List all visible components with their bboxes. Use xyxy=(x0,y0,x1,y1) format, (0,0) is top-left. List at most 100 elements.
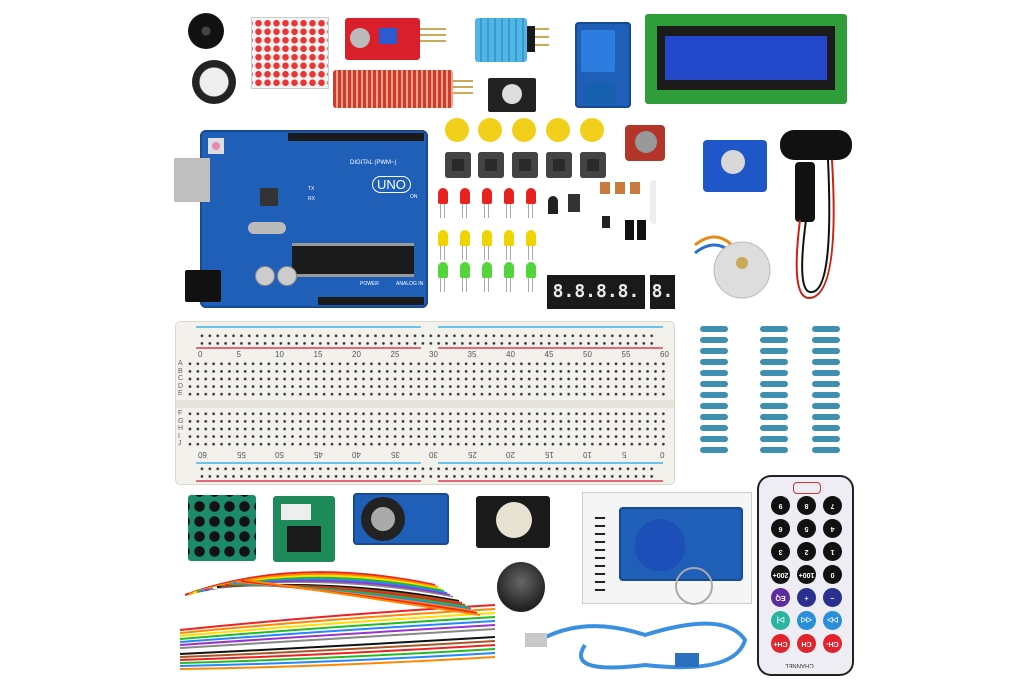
power-rail-holes[interactable] xyxy=(198,465,658,479)
remote-button[interactable]: 7 xyxy=(823,496,842,515)
usb-a-plug xyxy=(525,633,547,647)
ribbon-wire xyxy=(179,616,496,640)
ribbon-wire xyxy=(179,632,496,652)
remote-button[interactable]: + xyxy=(797,588,816,607)
column-number: 60 xyxy=(660,350,669,359)
yellow-led xyxy=(526,230,536,260)
rail-red xyxy=(196,347,421,349)
electrolytic-capacitor xyxy=(637,220,646,240)
microphone xyxy=(350,28,370,48)
green-led xyxy=(438,262,448,292)
screw-terminal xyxy=(585,82,615,104)
resistor xyxy=(752,447,796,453)
water-level-sensor xyxy=(333,70,453,108)
joystick-cap xyxy=(497,562,545,612)
remote-button[interactable]: 1 xyxy=(823,542,842,561)
resistor xyxy=(804,392,848,398)
ir-socket xyxy=(281,504,311,520)
resistor xyxy=(752,381,796,387)
transistor xyxy=(602,216,610,228)
green-led xyxy=(482,262,492,292)
red-led xyxy=(460,188,470,218)
power-label: POWER xyxy=(360,281,379,287)
button-cap xyxy=(445,118,469,142)
resistor xyxy=(804,326,848,332)
remote-button[interactable]: ▷| xyxy=(771,611,790,630)
relay xyxy=(581,30,615,72)
resistor xyxy=(804,348,848,354)
resistor xyxy=(804,381,848,387)
tactile-button[interactable] xyxy=(445,152,471,178)
remote-button[interactable]: 3 xyxy=(771,542,790,561)
electrolytic-capacitor xyxy=(625,220,634,240)
remote-button[interactable]: 6 xyxy=(771,519,790,538)
remote-button[interactable]: EQ xyxy=(771,588,790,607)
stepper-motor xyxy=(694,235,771,299)
resistor xyxy=(692,337,736,343)
resistor xyxy=(804,370,848,376)
led-dot-matrix xyxy=(252,18,328,88)
resistor xyxy=(692,370,736,376)
remote-button[interactable]: 200+ xyxy=(771,565,790,584)
power-rail-holes[interactable] xyxy=(198,332,658,346)
digital-header xyxy=(288,133,424,141)
remote-button[interactable]: 2 xyxy=(797,542,816,561)
remote-button[interactable]: ▷▷ xyxy=(823,611,842,630)
dht11-sensor xyxy=(475,18,527,62)
remote-button[interactable]: CH xyxy=(797,634,816,653)
column-number: 0 xyxy=(198,350,203,359)
row-letter: B xyxy=(178,367,183,375)
tactile-button[interactable] xyxy=(478,152,504,178)
column-number: 45 xyxy=(544,350,554,359)
header-pins xyxy=(595,517,605,595)
terminal-holes-bottom[interactable] xyxy=(186,410,666,448)
ir-receiver xyxy=(548,196,558,214)
tactile-button[interactable] xyxy=(512,152,538,178)
remote-button[interactable]: CH+ xyxy=(771,634,790,653)
remote-button[interactable]: 5 xyxy=(797,519,816,538)
row-letter: I xyxy=(178,432,180,440)
remote-button[interactable]: CH- xyxy=(823,634,842,653)
resistor xyxy=(804,425,848,431)
column-number: 5 xyxy=(236,350,241,359)
usb-cable xyxy=(525,621,748,670)
remote-button[interactable]: 100+ xyxy=(797,565,816,584)
stepper-body xyxy=(713,241,771,299)
tactile-button[interactable] xyxy=(580,152,606,178)
resistor xyxy=(752,348,796,354)
arduino-uno-board: DIGITAL (PWM~) UNO TX RX ON POWER ANALOG… xyxy=(200,130,428,308)
terminal-holes-top[interactable] xyxy=(186,360,666,398)
button-cap xyxy=(580,118,604,142)
tx-label: TX xyxy=(308,186,315,192)
column-number: 60 xyxy=(198,450,207,459)
sound-sensor-module xyxy=(345,18,420,60)
column-number: 35 xyxy=(467,350,477,359)
green-led xyxy=(460,262,470,292)
ir-receiver-2 xyxy=(568,194,580,212)
resistor xyxy=(752,392,796,398)
coin-cell-holder xyxy=(361,497,405,541)
red-wire xyxy=(795,159,835,299)
rfid-key-fob xyxy=(635,519,685,571)
resistor xyxy=(692,436,736,442)
column-number: 50 xyxy=(583,350,592,359)
remote-button[interactable]: − xyxy=(823,588,842,607)
remote-button[interactable]: 8 xyxy=(797,496,816,515)
remote-button[interactable]: 4 xyxy=(823,519,842,538)
remote-button[interactable]: ◁◁ xyxy=(797,611,816,630)
tactile-button[interactable] xyxy=(546,152,572,178)
black-wire xyxy=(801,159,831,294)
rail-blue xyxy=(438,462,663,464)
seven-segment-digit: 8. xyxy=(651,281,674,302)
rtc-module xyxy=(353,493,449,545)
resistor xyxy=(804,414,848,420)
remote-button[interactable]: 9 xyxy=(771,496,790,515)
remote-button[interactable]: 0 xyxy=(823,565,842,584)
resistor xyxy=(752,425,796,431)
green-led xyxy=(526,262,536,292)
jumper-wire xyxy=(244,579,481,616)
channel-label: CHANNEL xyxy=(785,662,814,668)
rail-blue xyxy=(196,326,421,328)
reset-button[interactable] xyxy=(208,138,224,154)
